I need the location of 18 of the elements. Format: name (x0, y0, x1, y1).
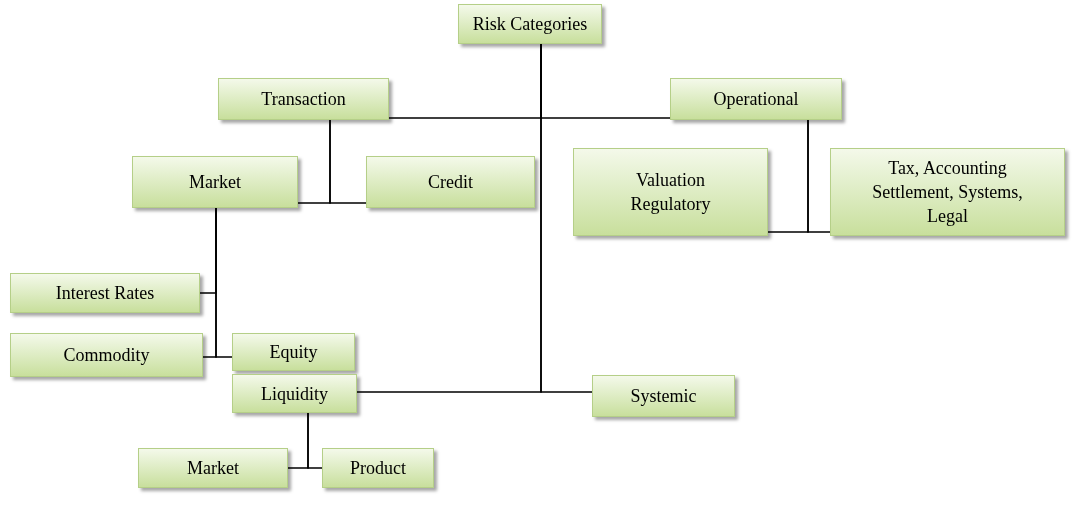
connector-line (807, 119, 831, 233)
category-box: Credit (366, 156, 535, 208)
category-box: Valuation Regulatory (573, 148, 768, 236)
category-box: Systemic (592, 375, 735, 417)
category-box: Market (132, 156, 298, 208)
category-box: Risk Categories (458, 4, 602, 44)
category-box: Equity (232, 333, 355, 371)
category-box: Interest Rates (10, 273, 200, 313)
category-box: Tax, Accounting Settlement, Systems, Legal (830, 148, 1065, 236)
category-box: Market (138, 448, 288, 488)
category-box: Liquidity (232, 374, 357, 413)
category-box: Commodity (10, 333, 203, 377)
category-box: Product (322, 448, 434, 488)
category-box: Operational (670, 78, 842, 120)
connector-line (307, 412, 323, 469)
connector-line (215, 207, 233, 358)
connector-line (329, 119, 367, 204)
category-box: Transaction (218, 78, 389, 120)
